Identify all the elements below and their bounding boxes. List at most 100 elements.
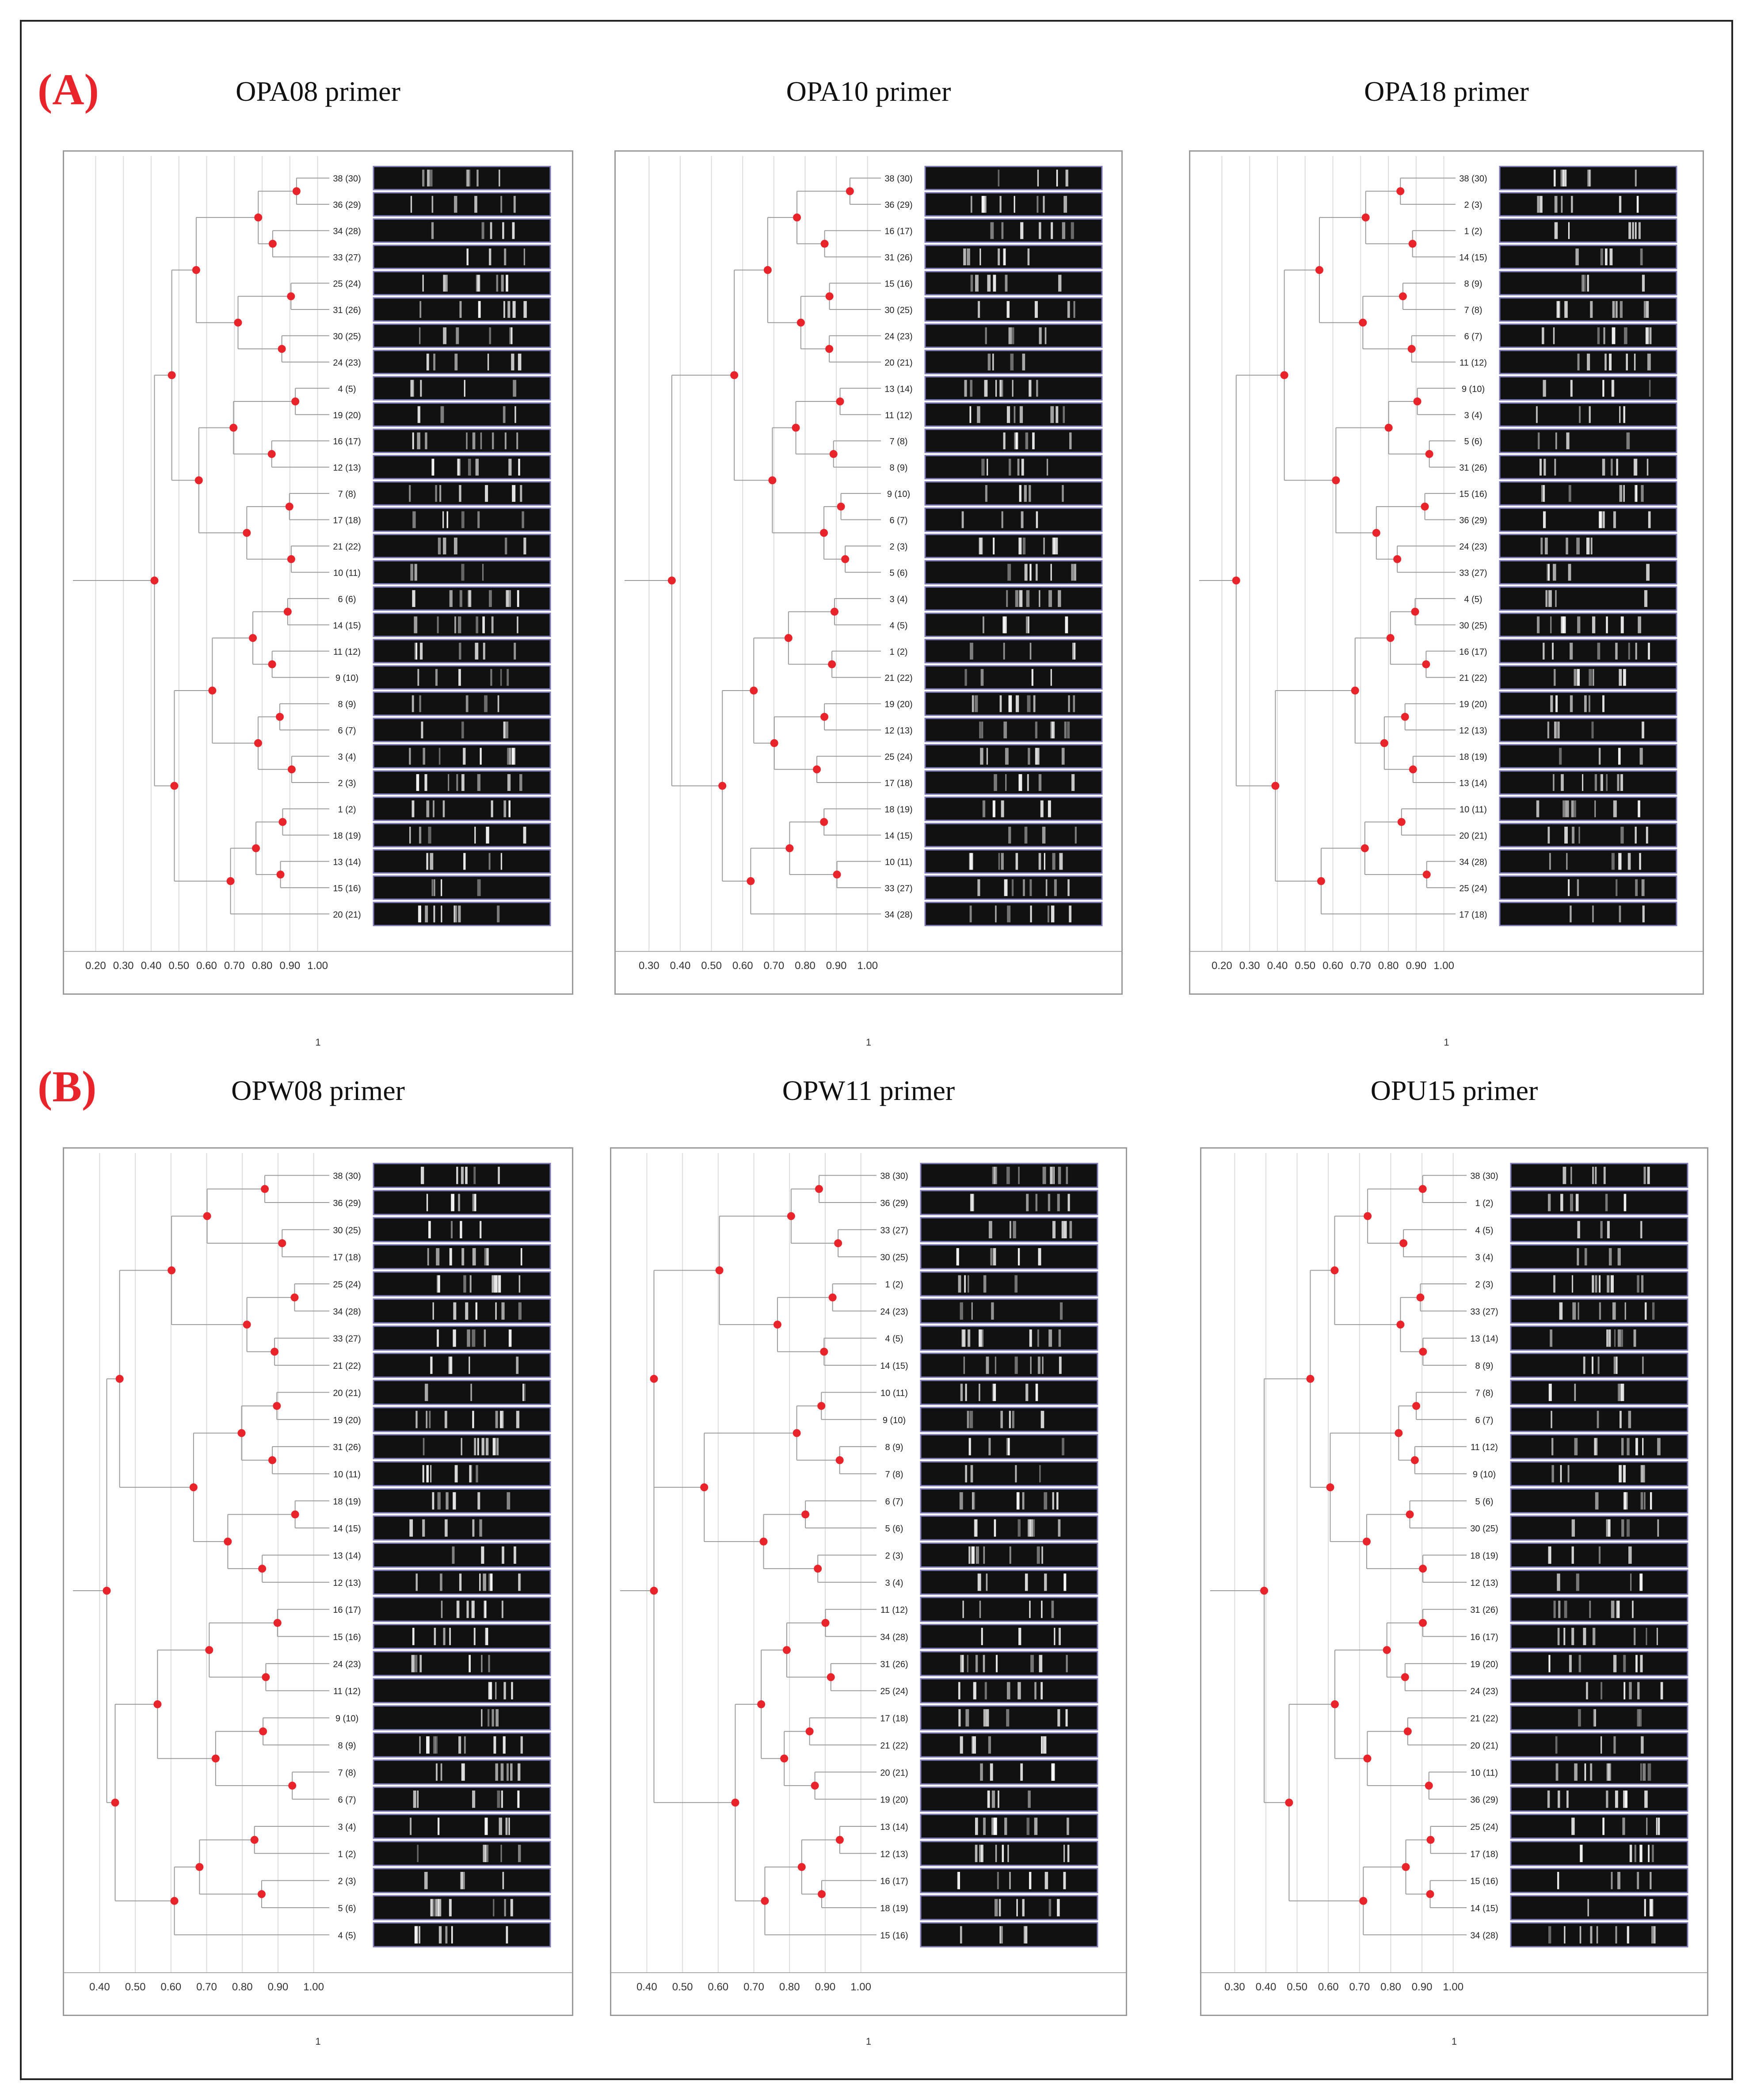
axis-tick-label: 0.90	[826, 960, 847, 972]
gel-lane-bg	[373, 823, 551, 848]
cluster-node	[718, 782, 727, 790]
gel-lane	[1510, 1217, 1688, 1242]
gel-band	[1550, 1329, 1553, 1347]
gel-lane-bg	[924, 849, 1103, 874]
gel-lane	[373, 402, 551, 427]
gel-band	[1039, 327, 1042, 344]
gel-band	[1025, 616, 1029, 634]
gel-band	[1004, 616, 1007, 634]
gel-band	[1018, 1627, 1021, 1646]
gel-band	[1590, 537, 1593, 555]
gel-band	[507, 774, 511, 791]
gel-lane-bg	[920, 1759, 1098, 1785]
gel-band	[1649, 327, 1652, 344]
gel-band	[488, 853, 491, 870]
gel-band	[1553, 1275, 1555, 1293]
gel-lane-bg	[1499, 192, 1677, 217]
gel-band	[967, 1411, 969, 1428]
gel-lane	[920, 1543, 1098, 1568]
gel-band	[416, 774, 419, 791]
gel-band	[1024, 1926, 1027, 1943]
gel-band	[1034, 1682, 1037, 1699]
gel-band	[495, 1411, 498, 1428]
gel-band	[1044, 1573, 1047, 1591]
cluster-node	[650, 1587, 658, 1595]
gel-band	[963, 1329, 966, 1347]
gel-band	[503, 800, 507, 817]
gel-band	[1660, 1682, 1663, 1699]
gel-band	[1016, 1492, 1020, 1510]
gel-band	[472, 1194, 475, 1211]
leaf-label: 5 (6)	[1464, 437, 1482, 447]
cluster-node	[1372, 529, 1380, 537]
gel-band	[446, 511, 448, 528]
gel-band	[1637, 1872, 1639, 1890]
gel-band	[443, 275, 446, 292]
gel-lane	[920, 1379, 1098, 1405]
gel-band	[461, 511, 465, 528]
gel-lane	[373, 1190, 551, 1215]
gel-band	[449, 1899, 452, 1917]
gel-band	[1637, 1682, 1640, 1699]
leaf-label: 34 (28)	[1459, 857, 1487, 867]
gel-lane-bg	[1510, 1814, 1688, 1839]
leaf-label: 16 (17)	[880, 1877, 908, 1886]
gel-band	[1048, 800, 1051, 817]
cluster-node	[1425, 1781, 1433, 1790]
gel-band	[1002, 1844, 1004, 1862]
gel-lane	[1499, 507, 1677, 532]
gel-band	[431, 196, 434, 213]
gel-lane-bg	[920, 1787, 1098, 1812]
gel-band	[1601, 1736, 1602, 1754]
gel-band	[998, 1899, 1001, 1917]
gel-lane-bg	[1499, 665, 1677, 690]
panel-footer-label: 1	[315, 1037, 321, 1048]
gel-lane-bg	[373, 1325, 551, 1351]
cluster-node	[1363, 1537, 1371, 1546]
gel-lane-bg	[373, 481, 551, 506]
gel-band	[469, 1356, 470, 1374]
cluster-node	[258, 1565, 267, 1573]
gel-band	[509, 748, 511, 765]
gel-lane	[373, 297, 551, 322]
gel-lane-bg	[373, 796, 551, 821]
gel-band	[1540, 537, 1543, 555]
gel-band	[981, 196, 984, 213]
gel-band	[1639, 1573, 1643, 1591]
gel-band	[472, 1329, 476, 1347]
gel-lane	[920, 1895, 1098, 1921]
leaf-label: 7 (8)	[338, 489, 356, 499]
leaf-label: 34 (28)	[884, 910, 912, 920]
gel-band	[1039, 1465, 1041, 1483]
gel-band	[1033, 695, 1036, 712]
cluster-node	[757, 1700, 766, 1708]
gel-lane	[920, 1814, 1098, 1839]
cluster-node	[237, 1429, 246, 1437]
tree-nodes	[1232, 187, 1433, 885]
gel-band	[1006, 301, 1010, 318]
gel-band	[991, 1817, 995, 1835]
gel-band	[501, 1600, 503, 1618]
gel-band	[426, 1465, 429, 1483]
leaf-label: 20 (21)	[884, 358, 912, 368]
gel-lane	[924, 586, 1103, 611]
gel-band	[1015, 695, 1019, 712]
gel-band	[476, 169, 479, 187]
gel-band	[507, 1492, 511, 1510]
gel-band	[426, 1411, 428, 1428]
leaf-label: 3 (4)	[338, 1822, 356, 1832]
gel-band	[983, 1709, 987, 1727]
gel-band	[1075, 826, 1077, 844]
gel-band	[1613, 511, 1616, 528]
axis-tick-label: 0.90	[268, 1981, 289, 1993]
gel-lane-bg	[920, 1543, 1098, 1568]
gel-band	[477, 511, 480, 528]
gel-band	[1007, 1844, 1009, 1862]
gel-band	[463, 748, 466, 765]
cluster-node	[1315, 266, 1323, 274]
gel-band	[1615, 642, 1618, 660]
gel-band	[516, 432, 518, 450]
gel-lane-bg	[920, 1624, 1098, 1649]
